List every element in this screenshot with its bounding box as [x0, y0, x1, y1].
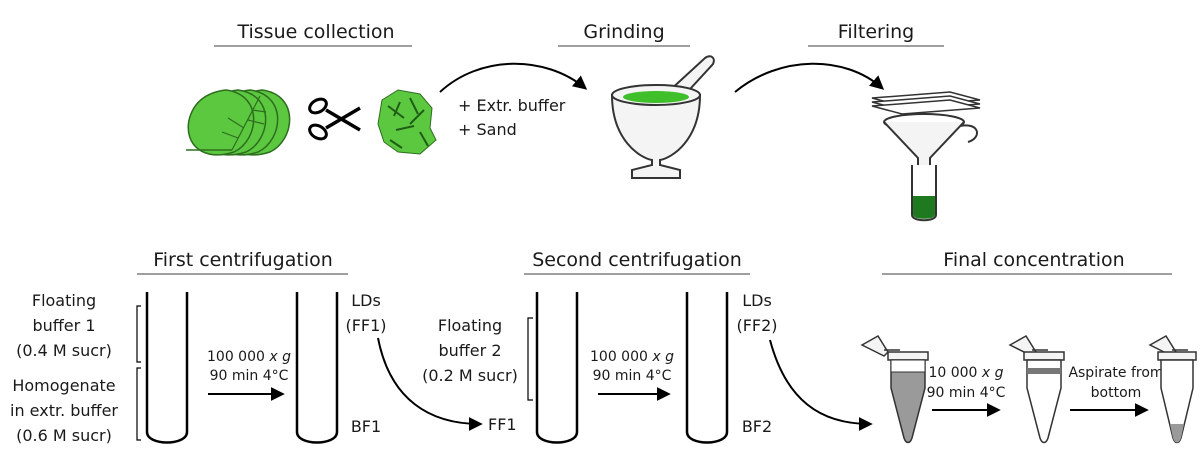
ff1-transfer-label: FF1 — [488, 415, 517, 434]
chopped-leaves-icon — [377, 89, 437, 155]
flow-arrow — [734, 62, 885, 93]
filter-funnel-icon — [871, 91, 981, 222]
floating-buffer-1-label: buffer 1 — [32, 316, 95, 335]
homogenate-concentration: (0.6 M sucr) — [16, 426, 112, 445]
floating-buffer-1-label: Floating — [32, 291, 96, 310]
tube-ff1-buffer2 — [535, 292, 579, 444]
scissors-icon — [308, 97, 361, 141]
bracket — [527, 317, 533, 401]
ff2-label: (FF2) — [736, 316, 777, 335]
bf1-label: BF1 — [351, 417, 381, 436]
bracket — [136, 305, 141, 363]
microtube-final — [1148, 334, 1197, 444]
transfer-arrow — [769, 339, 873, 431]
bf2-label: BF2 — [742, 417, 772, 436]
addition-sand: + Sand — [458, 120, 517, 139]
spin-speed-label: 100 000 x g — [207, 349, 291, 365]
microtube-full — [860, 334, 929, 444]
homogenate-label: in extr. buffer — [10, 401, 118, 420]
step-title-tissue-collection: Tissue collection — [236, 21, 394, 43]
addition-extraction-buffer: + Extr. buffer — [458, 96, 566, 115]
mortar-pestle-icon — [610, 55, 715, 179]
step-title-first-centrifugation: First centrifugation — [153, 249, 333, 271]
flow-arrow — [439, 62, 588, 93]
aspirate-label: bottom — [1091, 385, 1142, 401]
floating-buffer-2-label: Floating — [438, 316, 502, 335]
final-spin-speed-label: 10 000 x g — [928, 365, 1003, 381]
leaf-stack-icon — [186, 89, 291, 156]
final-spin-time-label: 90 min 4°C — [927, 385, 1006, 401]
floating-buffer-2-concentration: (0.2 M sucr) — [422, 366, 518, 385]
transfer-arrow — [377, 337, 483, 431]
spin-time-label: 90 min 4°C — [593, 368, 672, 384]
tube-first-spin — [295, 292, 339, 444]
tube-second-spin — [685, 292, 729, 444]
lds-label: LDs — [742, 291, 772, 310]
lds-label: LDs — [351, 291, 381, 310]
floating-buffer-2-label: buffer 2 — [438, 341, 501, 360]
floating-buffer-1-concentration: (0.4 M sucr) — [16, 341, 112, 360]
spin-time-label: 90 min 4°C — [210, 368, 289, 384]
step-title-grinding: Grinding — [583, 21, 664, 43]
ff1-label: (FF1) — [345, 316, 386, 335]
homogenate-label: Homogenate — [12, 376, 115, 395]
tube-homogenate — [145, 292, 189, 444]
bracket — [136, 367, 141, 441]
spin-speed-label: 100 000 x g — [590, 349, 674, 365]
aspirate-label: Aspirate from — [1068, 365, 1163, 381]
step-title-final-concentration: Final concentration — [943, 249, 1124, 271]
step-title-second-centrifugation: Second centrifugation — [532, 249, 742, 271]
microtube-after-spin — [1008, 334, 1065, 444]
step-title-filtering: Filtering — [838, 21, 914, 43]
